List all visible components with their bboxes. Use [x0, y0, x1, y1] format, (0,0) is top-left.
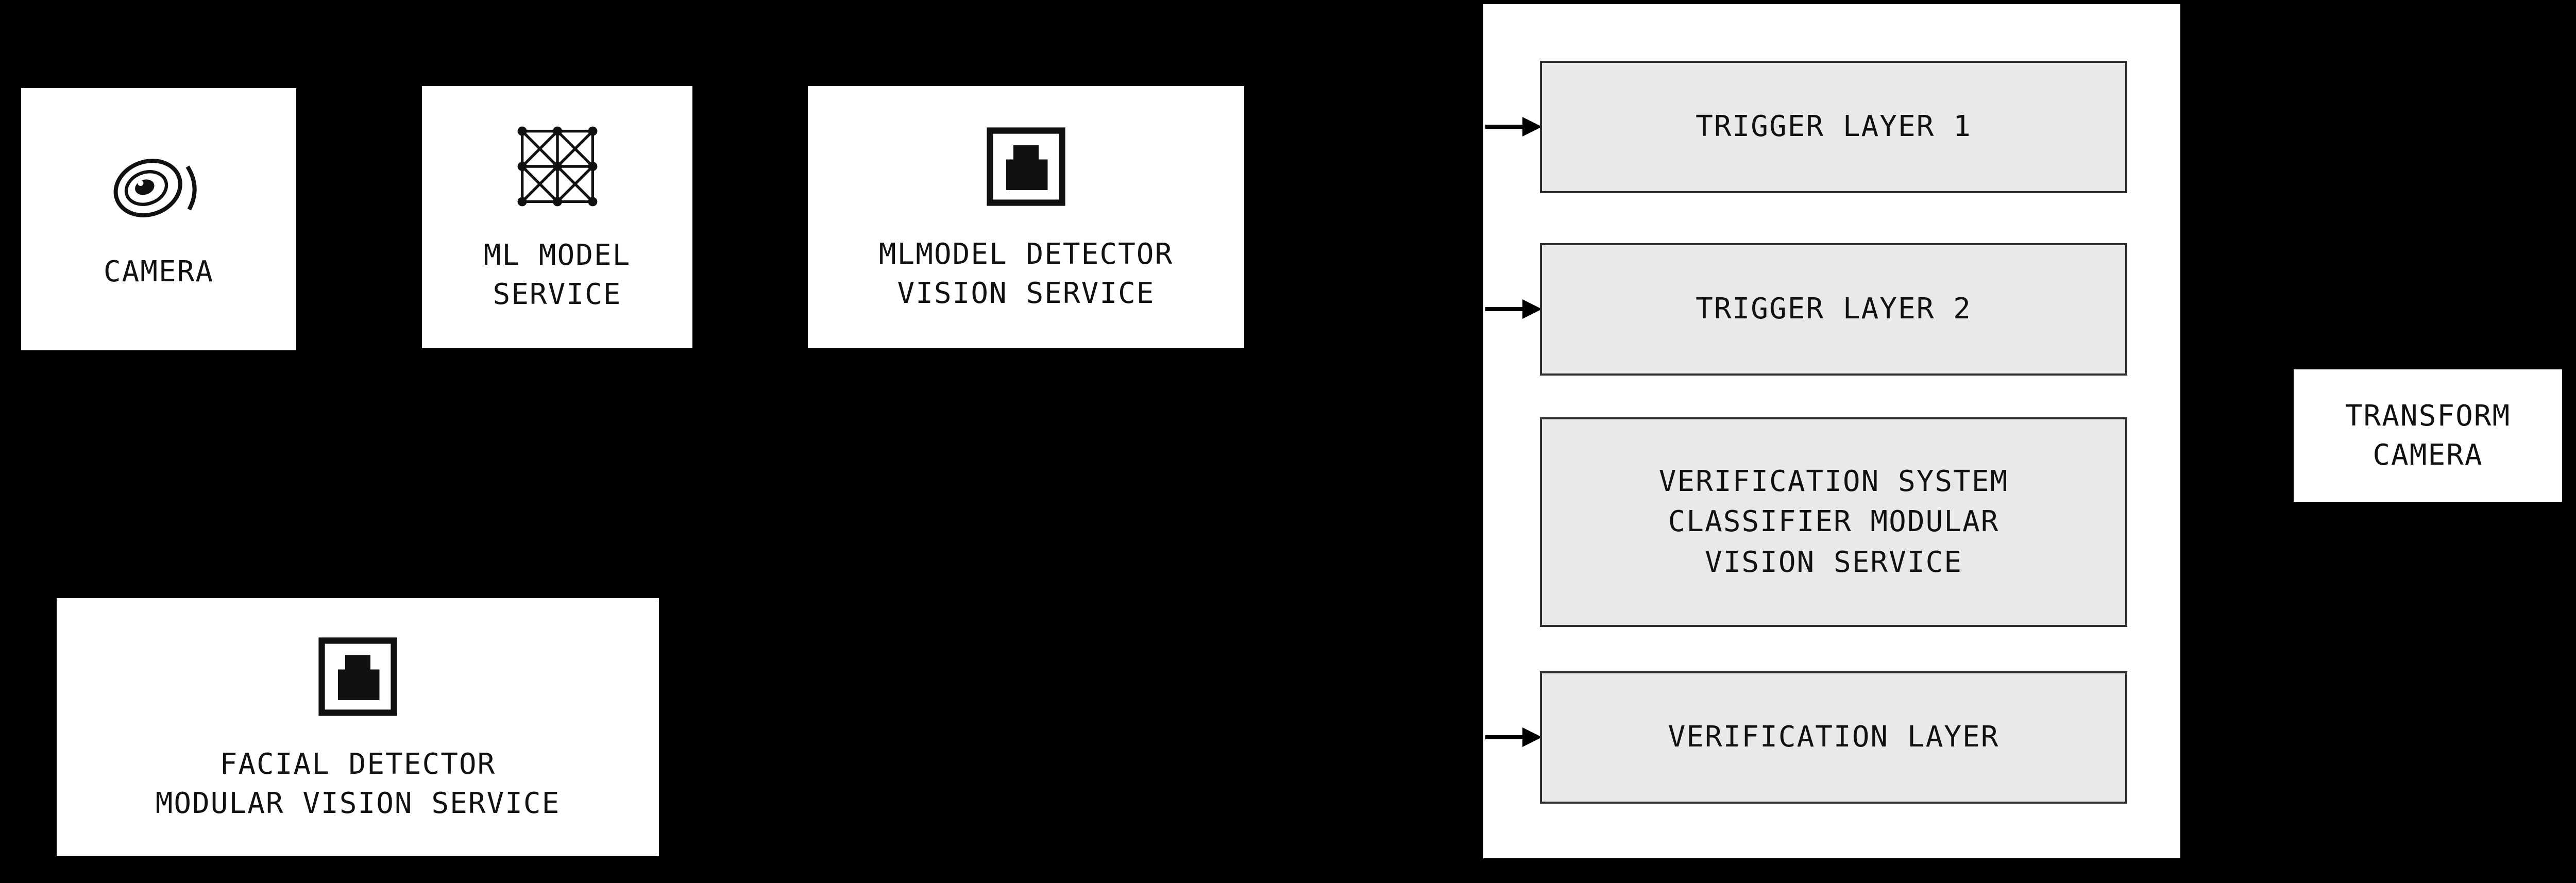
- node-label: ML MODEL SERVICE: [483, 239, 631, 311]
- layer-label: TRIGGER LAYER 2: [1696, 292, 1972, 326]
- node-label: CAMERA: [103, 255, 214, 289]
- arrow-into-trigger-layer-1: [1485, 117, 1542, 137]
- pixel-detector-icon: [318, 637, 397, 716]
- node-mlmodel-detector-vision-service: MLMODEL DETECTOR VISION SERVICE: [808, 86, 1244, 348]
- node-label: FACIAL DETECTOR MODULAR VISION SERVICE: [155, 747, 561, 820]
- pipeline-panel: TRIGGER LAYER 1 TRIGGER LAYER 2 VERIFICA…: [1483, 4, 2180, 858]
- node-transform-camera: TRANSFORM CAMERA: [2294, 369, 2562, 502]
- camera-lens-icon: [113, 159, 197, 218]
- node-label: MLMODEL DETECTOR VISION SERVICE: [878, 237, 1174, 310]
- layer-verification: VERIFICATION LAYER: [1540, 671, 2127, 804]
- arrow-into-verification-layer: [1485, 727, 1542, 747]
- node-ml-model-service: ML MODEL SERVICE: [422, 86, 692, 348]
- node-facial-detector-modular-vision-service: FACIAL DETECTOR MODULAR VISION SERVICE: [57, 598, 659, 856]
- pixel-detector-icon: [987, 127, 1065, 206]
- layer-label: VERIFICATION LAYER: [1668, 720, 1999, 754]
- network-graph-icon: [517, 127, 597, 207]
- layer-trigger-1: TRIGGER LAYER 1: [1540, 61, 2127, 193]
- layer-trigger-2: TRIGGER LAYER 2: [1540, 243, 2127, 376]
- layer-label: VERIFICATION SYSTEM CLASSIFIER MODULAR V…: [1658, 464, 2009, 579]
- layer-verification-system-classifier: VERIFICATION SYSTEM CLASSIFIER MODULAR V…: [1540, 417, 2127, 627]
- node-camera: CAMERA: [21, 88, 296, 350]
- layer-label: TRIGGER LAYER 1: [1696, 110, 1972, 144]
- node-label: TRANSFORM CAMERA: [2345, 399, 2511, 472]
- arrow-into-trigger-layer-2: [1485, 299, 1542, 319]
